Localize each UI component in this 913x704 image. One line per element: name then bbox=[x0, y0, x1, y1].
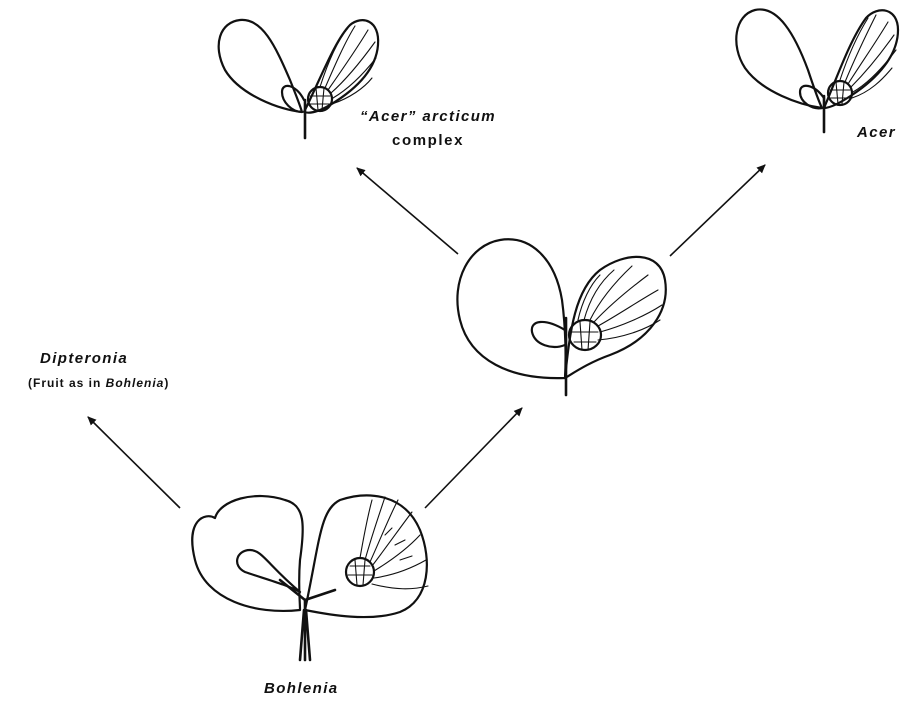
acer-arcticum-sub-label: complex bbox=[392, 132, 464, 149]
acer-fruit bbox=[736, 9, 898, 132]
arrow-intermediate-to-acer bbox=[670, 165, 765, 256]
arrow-bohlenia-to-intermediate bbox=[425, 408, 522, 508]
bohlenia-fruit bbox=[192, 495, 428, 660]
acer-arcticum-fruit bbox=[219, 20, 378, 138]
arrow-intermediate-to-arcticum bbox=[357, 168, 458, 254]
arrow-bohlenia-to-dipteronia bbox=[88, 417, 180, 508]
acer-arcticum-label: “Acer” arcticum bbox=[360, 108, 496, 125]
dipteronia-note: (Fruit as in Bohlenia) bbox=[28, 376, 169, 390]
dipteronia-label: Dipteronia bbox=[40, 350, 128, 367]
dipteronia-note-genus: Bohlenia bbox=[106, 376, 165, 390]
acer-label: Acer bbox=[857, 124, 896, 141]
dipteronia-note-suffix: ) bbox=[164, 376, 169, 390]
bohlenia-label: Bohlenia bbox=[264, 680, 339, 697]
intermediate-fruit bbox=[457, 239, 665, 395]
dipteronia-note-prefix: (Fruit as in bbox=[28, 376, 106, 390]
